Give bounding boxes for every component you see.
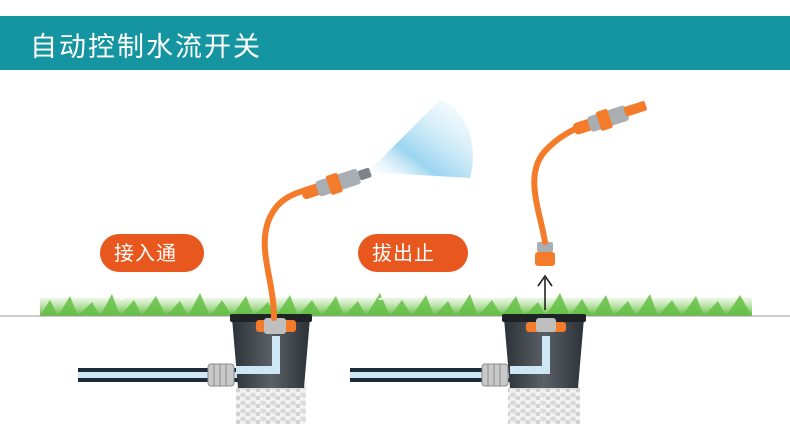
label-pull-stop-water: 拔出止水 — [358, 234, 468, 303]
spray-nozzle-icon — [573, 101, 647, 135]
grass-strip — [40, 293, 752, 316]
label-pull-text: 拔出止水 — [372, 241, 435, 303]
up-arrow-icon — [537, 274, 553, 310]
water-spray — [368, 100, 473, 178]
spray-nozzle-icon — [301, 167, 372, 200]
left-unit — [78, 100, 473, 424]
quick-connector-icon — [535, 242, 555, 266]
label-connect-water: 接入通水 — [100, 234, 204, 303]
header-bar: 自动控制水流开关 — [0, 16, 790, 70]
label-connect-text: 接入通水 — [114, 241, 177, 303]
page-title: 自动控制水流开关 — [30, 32, 262, 63]
right-unit — [350, 101, 647, 424]
